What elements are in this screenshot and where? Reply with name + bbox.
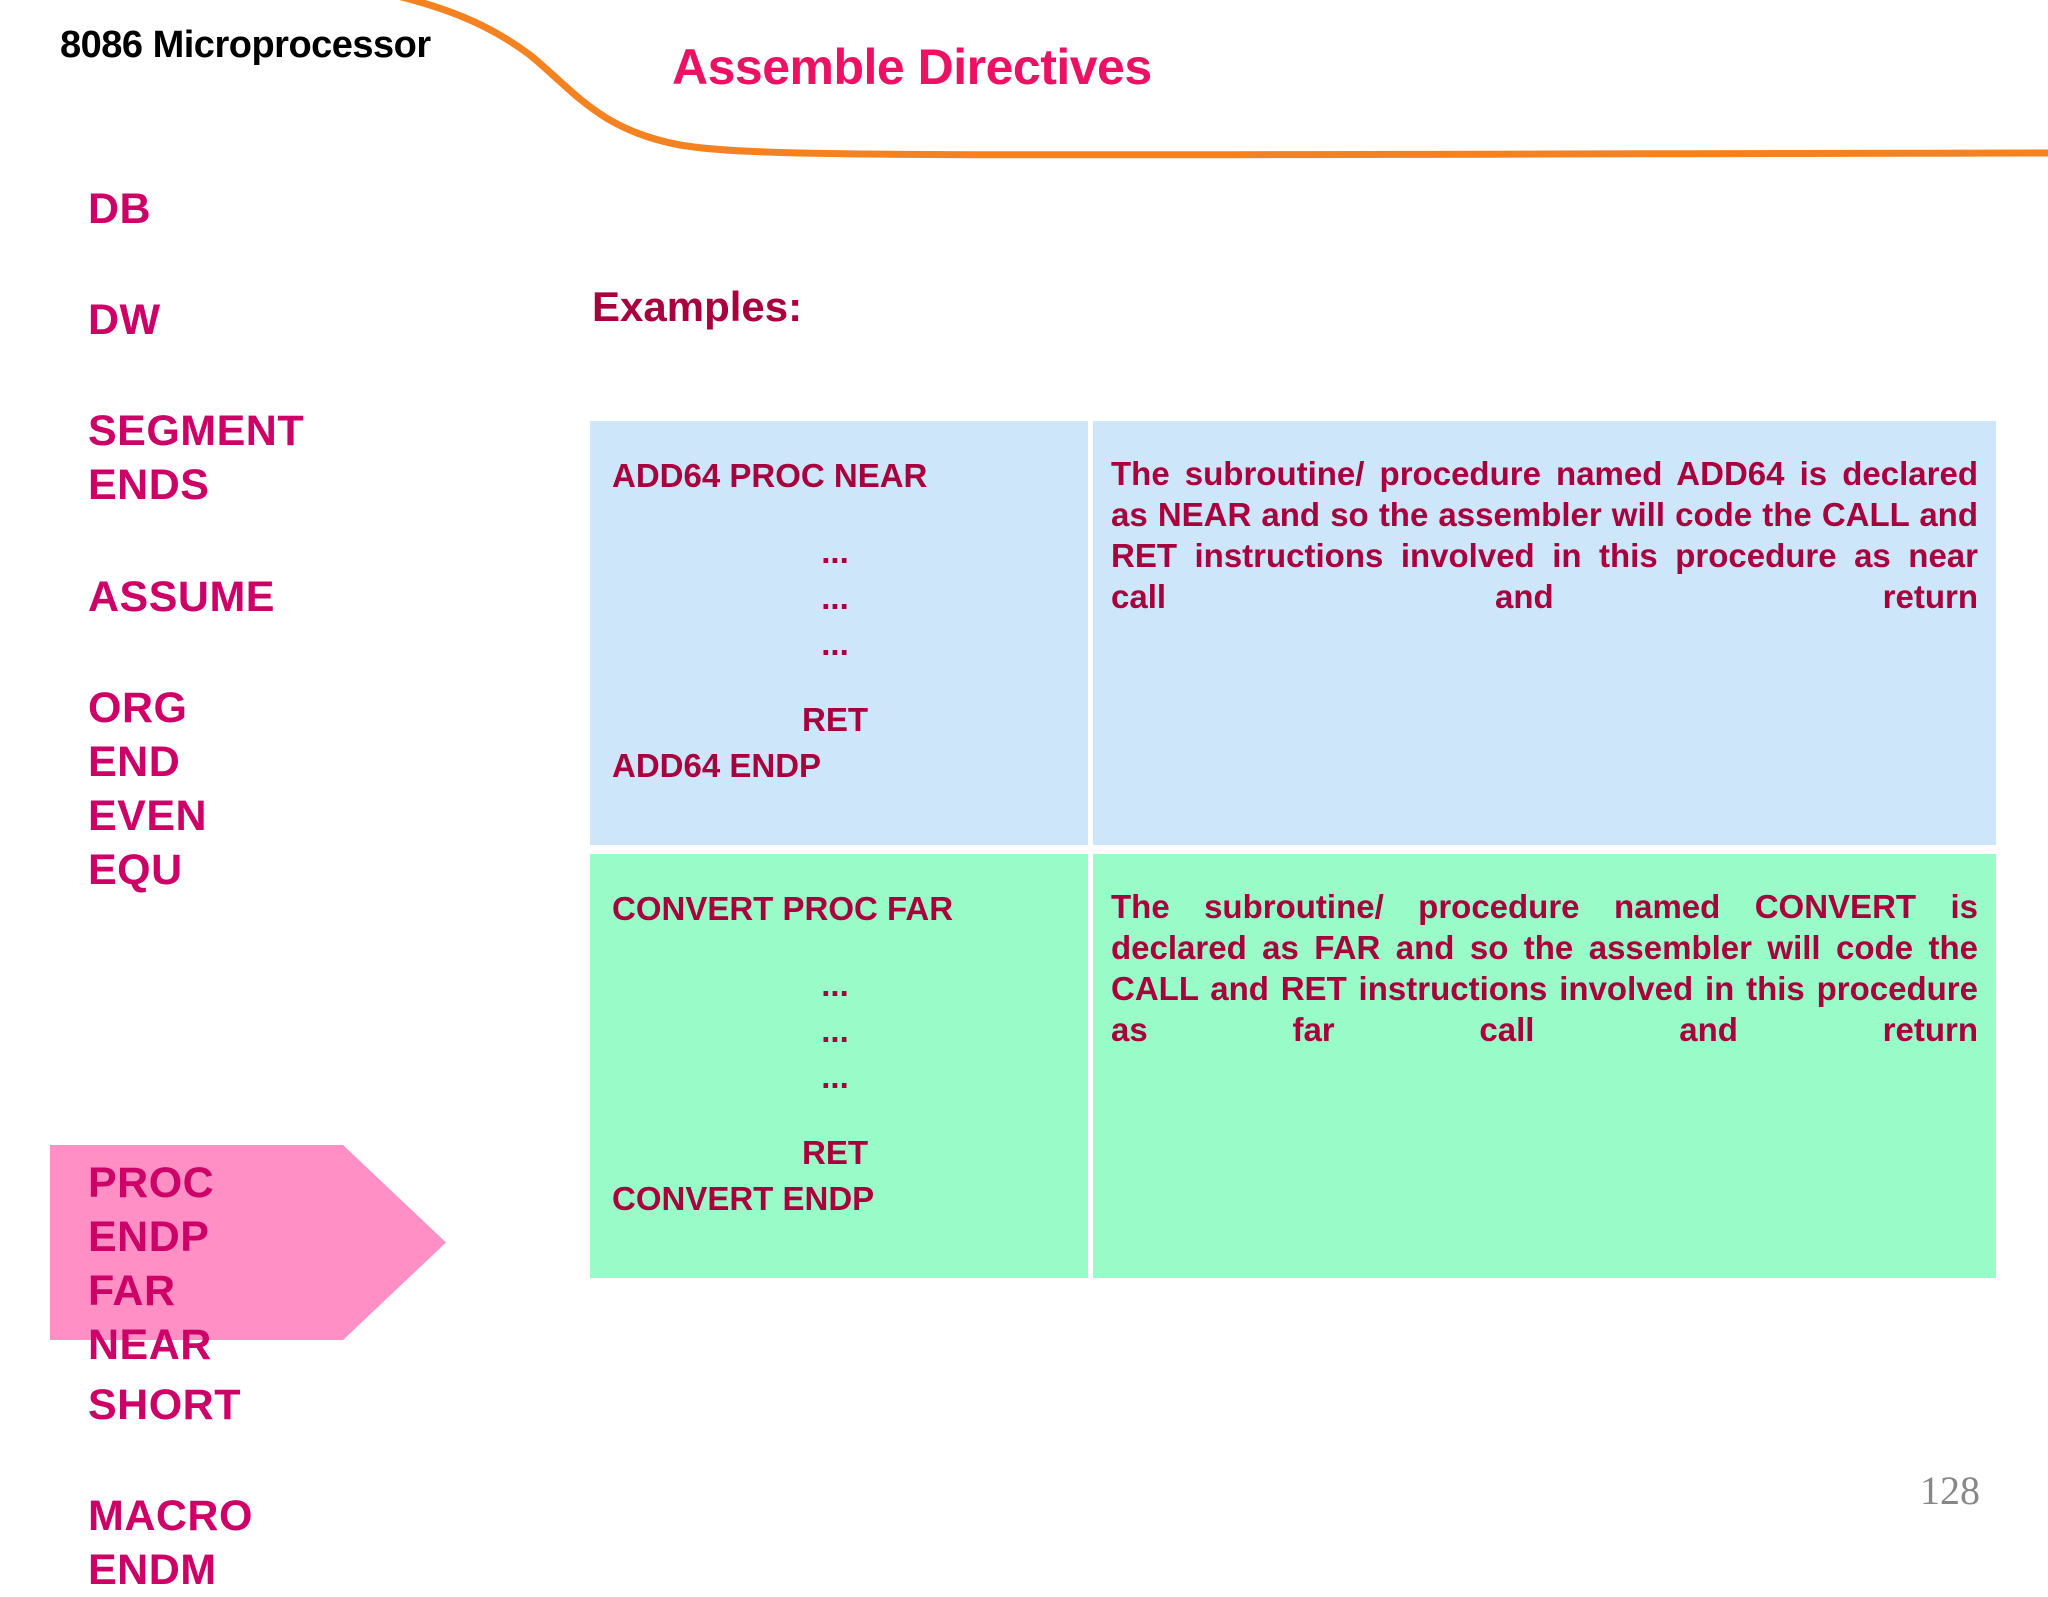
sidebar-item-dw[interactable]: DW — [88, 296, 161, 344]
sidebar-group-proc-highlighted[interactable]: PROC ENDP FAR NEAR — [88, 1156, 214, 1372]
sidebar-item-db[interactable]: DB — [88, 185, 152, 233]
slide-header: 8086 Microprocessor Assemble Directives — [0, 0, 2048, 160]
table-row: CONVERT PROC FAR ... ... ... RET CONVERT… — [590, 854, 1996, 1278]
sidebar-item-far[interactable]: FAR — [88, 1267, 176, 1315]
sidebar-item-equ[interactable]: EQU — [88, 846, 183, 894]
sidebar-group-org[interactable]: ORG END EVEN EQU — [88, 681, 207, 897]
sidebar-group-segment[interactable]: SEGMENT ENDS — [88, 404, 304, 512]
examples-table: ADD64 PROC NEAR ... ... ... RET ADD64 EN… — [590, 421, 1996, 1287]
code-line-spacer — [612, 932, 1058, 962]
sidebar-group-db[interactable]: DB — [88, 182, 151, 236]
sidebar-item-macro[interactable]: MACRO — [88, 1492, 253, 1540]
sidebar-item-end[interactable]: END — [88, 738, 181, 786]
example-description-text: The subroutine/ procedure named ADD64 is… — [1111, 455, 1978, 615]
code-line: ... — [821, 1058, 849, 1095]
sidebar-item-endp[interactable]: ENDP — [88, 1213, 210, 1261]
example-code-cell: ADD64 PROC NEAR ... ... ... RET ADD64 EN… — [590, 421, 1088, 845]
sidebar-item-even[interactable]: EVEN — [88, 792, 208, 840]
code-line: CONVERT ENDP — [612, 1180, 875, 1217]
examples-heading: Examples: — [592, 283, 803, 330]
code-line: RET — [802, 701, 868, 738]
code-line: ... — [821, 533, 849, 570]
code-line: RET — [802, 1134, 868, 1171]
code-line: CONVERT PROC FAR — [612, 890, 954, 927]
code-line: ... — [821, 1012, 849, 1049]
code-line: ... — [821, 579, 849, 616]
sidebar-item-short[interactable]: SHORT — [88, 1381, 241, 1429]
code-line: ADD64 PROC NEAR — [612, 457, 928, 494]
example-code-cell: CONVERT PROC FAR ... ... ... RET CONVERT… — [590, 854, 1088, 1278]
page-title: Assemble Directives — [672, 39, 1152, 95]
example-description-text: The subroutine/ procedure named CONVERT … — [1111, 888, 1978, 1048]
example-description-cell: The subroutine/ procedure named CONVERT … — [1093, 854, 1996, 1278]
code-line: ADD64 ENDP — [612, 747, 822, 784]
course-title: 8086 Microprocessor — [60, 24, 431, 66]
sidebar-item-segment[interactable]: SEGMENT — [88, 407, 305, 455]
sidebar-item-near[interactable]: NEAR — [88, 1321, 212, 1369]
page-number: 128 — [1920, 1468, 1980, 1513]
table-row: ADD64 PROC NEAR ... ... ... RET ADD64 EN… — [590, 421, 1996, 845]
sidebar-item-endm[interactable]: ENDM — [88, 1546, 217, 1594]
directive-sidebar: DB DW SEGMENT ENDS ASSUME ORG END EVEN E… — [0, 160, 580, 1594]
code-line-spacer — [612, 1100, 1058, 1130]
sidebar-item-org[interactable]: ORG — [88, 684, 188, 732]
sidebar-group-short[interactable]: SHORT — [88, 1378, 241, 1432]
code-line: ... — [821, 966, 849, 1003]
code-line-spacer — [612, 667, 1058, 697]
sidebar-group-dw[interactable]: DW — [88, 293, 161, 347]
code-line: ... — [821, 625, 849, 662]
sidebar-group-assume[interactable]: ASSUME — [88, 570, 275, 624]
sidebar-item-ends[interactable]: ENDS — [88, 461, 210, 509]
sidebar-group-macro[interactable]: MACRO ENDM — [88, 1489, 253, 1597]
sidebar-item-assume[interactable]: ASSUME — [88, 573, 275, 621]
code-line-spacer — [612, 499, 1058, 529]
sidebar-item-proc[interactable]: PROC — [88, 1159, 215, 1207]
example-description-cell: The subroutine/ procedure named ADD64 is… — [1093, 421, 1996, 845]
